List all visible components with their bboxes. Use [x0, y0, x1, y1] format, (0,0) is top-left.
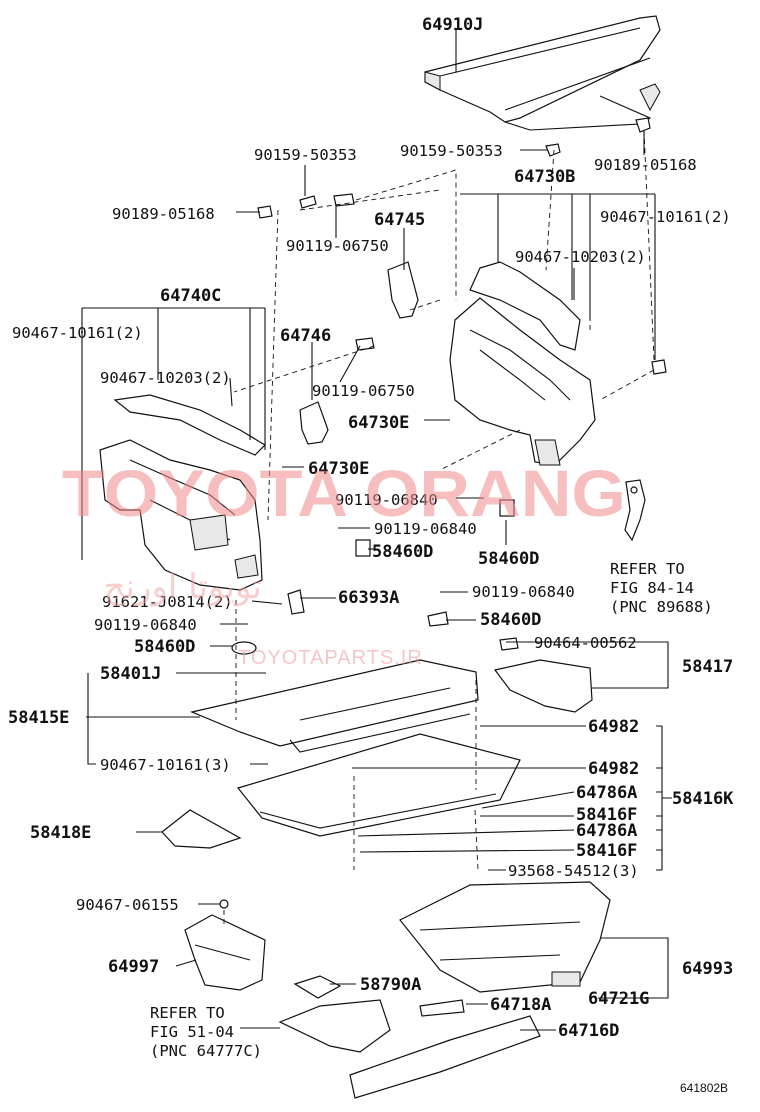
- floor-board-part: [236, 733, 521, 837]
- label-64982-b: 64982: [588, 759, 639, 779]
- label-58416F-a: 58416F: [576, 805, 637, 825]
- label-90467-10203-right: 90467-10203(2): [515, 248, 646, 266]
- sill-plate-part: [278, 975, 541, 1099]
- label-66393A: 66393A: [338, 588, 399, 608]
- watermark: TOYOTA ORANG تويوتا اورنج TOYOTAPARTS.IR: [62, 456, 626, 669]
- panel-64746-part: [299, 401, 329, 445]
- label-64786A-b: 64786A: [576, 821, 637, 841]
- label-58418E: 58418E: [30, 823, 91, 843]
- label-64730E-right: 64730E: [348, 413, 409, 433]
- refer-right-line1: REFER TO: [610, 560, 685, 578]
- label-64730E-left: 64730E: [308, 459, 369, 479]
- label-58415E: 58415E: [8, 708, 69, 728]
- refer-right-line3: (PNC 89688): [610, 598, 713, 616]
- label-58460D-d: 58460D: [134, 637, 195, 657]
- leader-lines: [81, 30, 672, 1031]
- label-90119-06840-d: 90119-06840: [94, 616, 197, 634]
- label-90467-10161-right: 90467-10161(2): [600, 208, 731, 226]
- corner-panel-part: [161, 809, 242, 849]
- label-64997: 64997: [108, 957, 159, 977]
- label-93568-54512: 93568-54512(3): [508, 862, 639, 880]
- label-90467-10203-left: 90467-10203(2): [100, 369, 231, 387]
- label-90119-06840-a: 90119-06840: [335, 491, 438, 509]
- label-90119-06750-top: 90119-06750: [286, 237, 389, 255]
- label-90189-05168-right: 90189-05168: [594, 156, 697, 174]
- label-90467-10161-bottom: 90467-10161(3): [100, 756, 231, 774]
- label-90119-06840-b: 90119-06840: [374, 520, 477, 538]
- deck-board-part: [190, 659, 479, 753]
- label-64716D: 64716D: [558, 1021, 619, 1041]
- label-64745: 64745: [374, 210, 425, 230]
- refer-left-line1: REFER TO: [150, 1004, 225, 1022]
- label-90467-06155: 90467-06155: [76, 896, 179, 914]
- label-90119-06750-mid: 90119-06750: [312, 382, 415, 400]
- refer-left-line3: (PNC 64777C): [150, 1042, 262, 1060]
- label-64910J: 64910J: [422, 15, 483, 35]
- hook-part: [624, 479, 646, 542]
- label-58460D-a: 58460D: [372, 542, 433, 562]
- left-side-trim-part: [99, 394, 266, 591]
- label-58416F-b: 58416F: [576, 841, 637, 861]
- label-58417: 58417: [682, 657, 733, 677]
- label-58416K: 58416K: [672, 789, 734, 809]
- guide-lines: [223, 129, 655, 925]
- watermark-main: TOYOTA ORANG: [62, 456, 626, 530]
- label-64730B: 64730B: [514, 167, 575, 187]
- label-91621-J0814: 91621-J0814(2): [102, 593, 233, 611]
- label-58460D-b: 58460D: [478, 549, 539, 569]
- label-90467-10161-left: 90467-10161(2): [12, 324, 143, 342]
- refer-note-left: REFER TO FIG 51-04 (PNC 64777C): [150, 1004, 262, 1060]
- label-64982-a: 64982: [588, 717, 639, 737]
- label-58401J: 58401J: [100, 664, 161, 684]
- panel-64745-part: [387, 261, 419, 319]
- watermark-arabic: تويوتا اورنج: [104, 567, 262, 607]
- label-90159-50353-left: 90159-50353: [254, 146, 357, 164]
- label-58790A: 58790A: [360, 975, 421, 995]
- storage-box-part: [184, 899, 266, 991]
- part-labels: 64910J 90159-50353 90159-50353 90189-051…: [8, 15, 734, 1041]
- bracket-part: [231, 499, 519, 655]
- label-90464-00562: 90464-00562: [534, 634, 637, 652]
- clip-part: [257, 117, 667, 375]
- label-64993: 64993: [682, 959, 733, 979]
- right-side-trim-part: [449, 261, 596, 466]
- label-90189-05168-left: 90189-05168: [112, 205, 215, 223]
- refer-note-right: REFER TO FIG 84-14 (PNC 89688): [610, 560, 713, 616]
- label-64746: 64746: [280, 326, 331, 346]
- watermark-site: TOYOTAPARTS.IR: [238, 647, 423, 669]
- label-64718A: 64718A: [490, 995, 551, 1015]
- label-64786A-a: 64786A: [576, 783, 637, 803]
- diagram-id: 641802B: [680, 1081, 728, 1095]
- label-90119-06840-c: 90119-06840: [472, 583, 575, 601]
- refer-right-line2: FIG 84-14: [610, 579, 694, 597]
- label-90159-50353-right: 90159-50353: [400, 142, 503, 160]
- label-58460D-c: 58460D: [480, 610, 541, 630]
- deck-side-part: [493, 659, 593, 713]
- label-64740C: 64740C: [160, 286, 221, 306]
- refer-left-line2: FIG 51-04: [150, 1023, 234, 1041]
- storage-tray-part: [399, 881, 611, 993]
- label-64721G: 64721G: [588, 989, 649, 1009]
